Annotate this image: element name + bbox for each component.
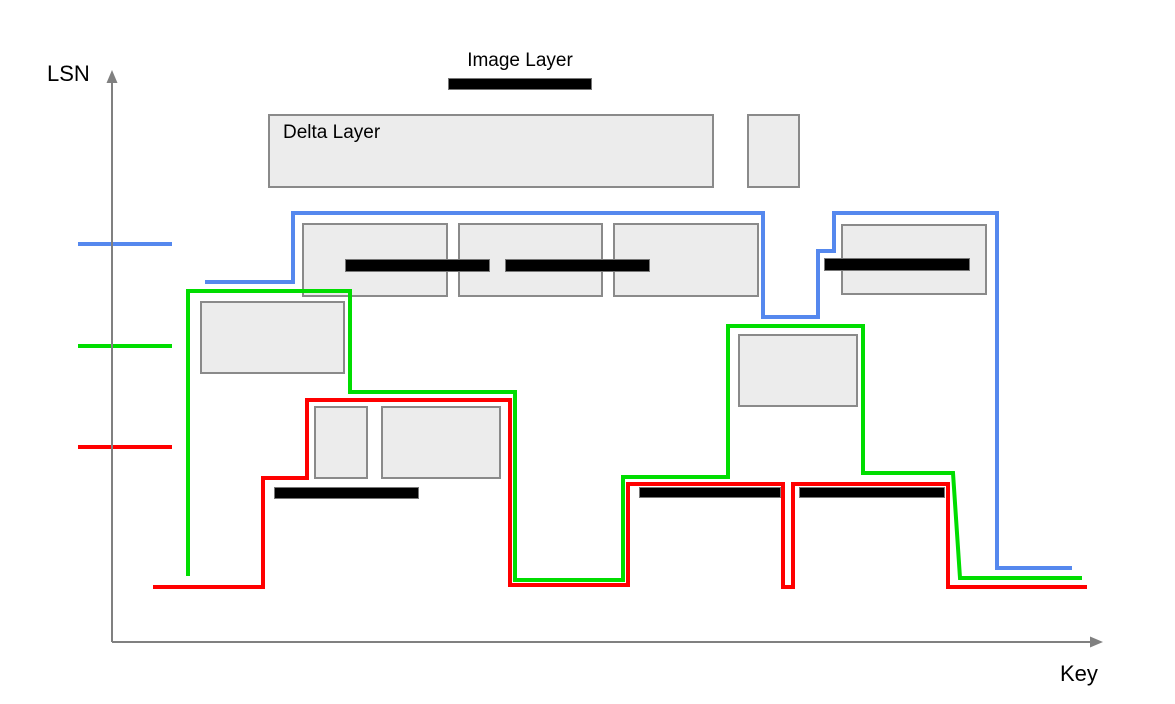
image-layer-bar (799, 487, 945, 498)
image-layer-bar (274, 487, 419, 499)
delta-layer-box (747, 114, 800, 188)
x-axis-arrowhead-icon (1090, 636, 1103, 648)
blue-lsn-line (205, 211, 1072, 570)
image-layer-bar (345, 259, 490, 272)
key-axis-label: Key (1060, 661, 1098, 686)
delta-layer-legend-label: Delta Layer (283, 122, 381, 143)
delta-layer-box (381, 406, 501, 479)
y-axis-arrowhead-icon (106, 70, 118, 83)
delta-layer-box (268, 114, 714, 188)
lsn-axis-label: LSN (47, 61, 90, 86)
image-layer-bar (824, 258, 970, 271)
delta-layer-box (314, 406, 368, 479)
image-layer-legend-label: Image Layer (467, 50, 573, 71)
image-layer-bar (505, 259, 650, 272)
green-lsn-line (186, 289, 1082, 582)
red-lsn-line (153, 398, 1087, 589)
delta-layer-box (200, 301, 345, 374)
delta-layer-box (738, 334, 858, 407)
image-layer-bar (639, 487, 781, 498)
image-layer-bar (448, 78, 592, 90)
